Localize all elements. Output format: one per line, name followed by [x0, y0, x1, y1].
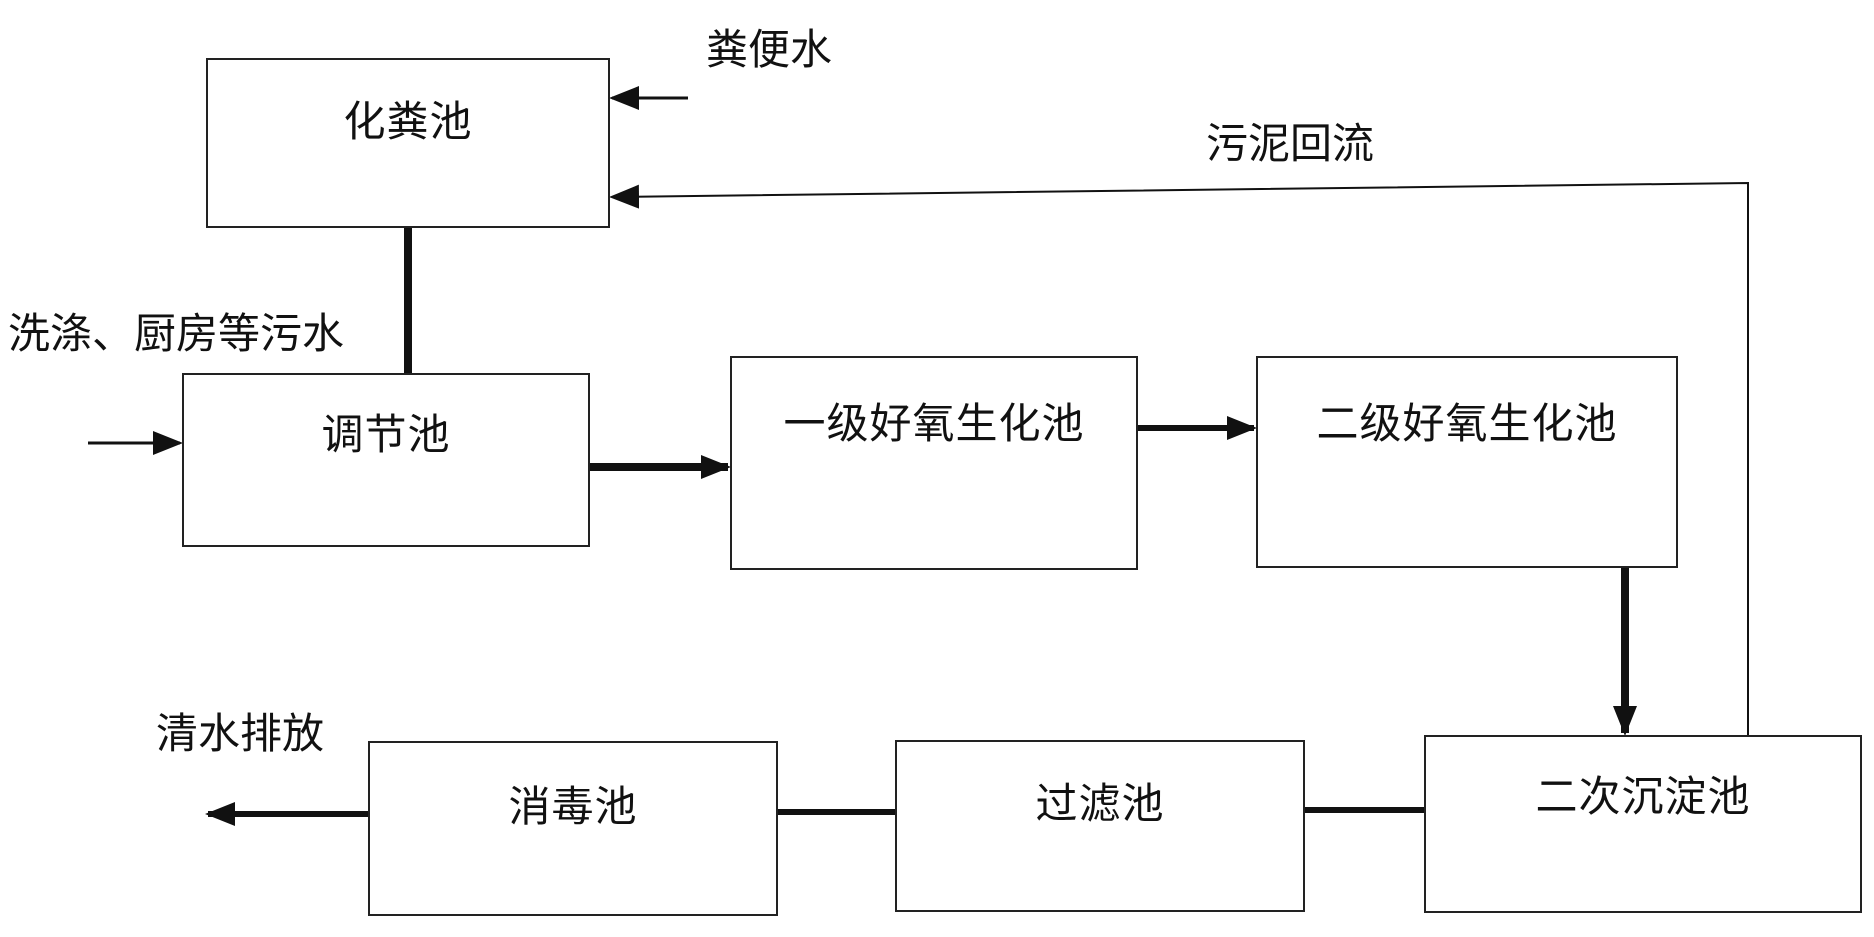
disinfection-tank-box: 消毒池: [368, 741, 778, 916]
arrow-sludge-return: [609, 181, 1749, 740]
sewage-inlet-label: 洗涤、厨房等污水: [8, 309, 345, 358]
secondary-settling-tank-label: 二次沉淀池: [1535, 772, 1751, 821]
disinfection-tank-label: 消毒池: [508, 782, 638, 831]
regulating-tank-box: 调节池: [182, 373, 590, 547]
aerobic-tank-1-box: 一级好氧生化池: [730, 356, 1138, 570]
septic-tank-label: 化粪池: [343, 97, 473, 146]
regulating-tank-label: 调节池: [321, 410, 451, 459]
fecal-water-label: 粪便水: [706, 25, 833, 74]
aerobic-tank-2-label: 二级好氧生化池: [1316, 399, 1618, 448]
filter-tank-box: 过滤池: [895, 740, 1305, 912]
clean-water-discharge-label: 清水排放: [156, 709, 325, 758]
filter-tank-label: 过滤池: [1035, 779, 1165, 828]
aerobic-tank-1-label: 一级好氧生化池: [783, 399, 1085, 448]
sludge-return-label: 污泥回流: [1206, 119, 1375, 168]
aerobic-tank-2-box: 二级好氧生化池: [1256, 356, 1678, 568]
secondary-settling-tank-box: 二次沉淀池: [1424, 735, 1862, 913]
septic-tank-box: 化粪池: [206, 58, 610, 228]
